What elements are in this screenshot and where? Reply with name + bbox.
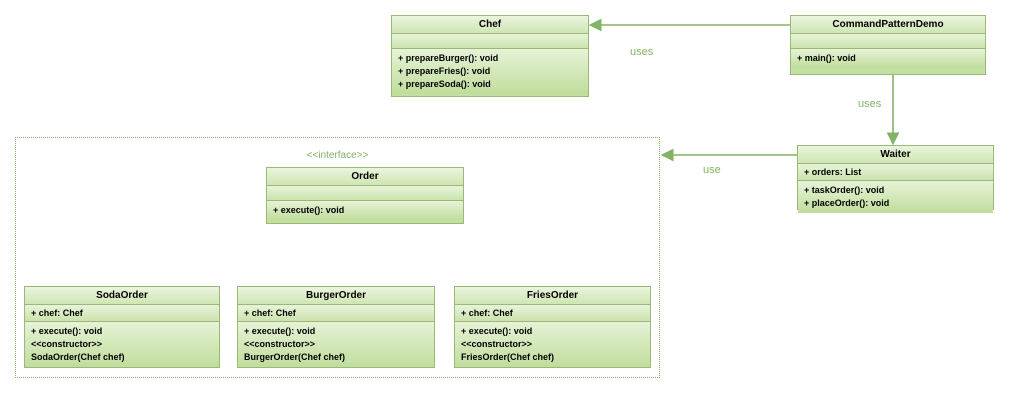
class-fries-order-op: FriesOrder(Chef chef) [461, 352, 555, 362]
class-burger-order-op: + execute(): void [244, 326, 316, 336]
class-order-op: + execute(): void [273, 205, 345, 215]
class-fries-order-operations: + execute(): void <<constructor>> FriesO… [455, 322, 650, 367]
class-chef-op: + prepareBurger(): void [398, 53, 499, 63]
class-burger-order[interactable]: BurgerOrder + chef: Chef + execute(): vo… [237, 286, 435, 368]
class-waiter-operations: + taskOrder(): void + placeOrder(): void [798, 181, 993, 213]
class-fries-order-name: FriesOrder [455, 287, 650, 305]
class-order-attributes [267, 186, 463, 201]
class-chef-operations: + prepareBurger(): void + prepareFries()… [392, 49, 588, 94]
class-burger-order-op: <<constructor>> [244, 339, 316, 349]
class-command-pattern-demo-attributes [791, 34, 985, 49]
class-chef-name: Chef [392, 16, 588, 34]
class-soda-order-name: SodaOrder [25, 287, 219, 305]
class-burger-order-attributes: + chef: Chef [238, 305, 434, 322]
class-burger-order-op: BurgerOrder(Chef chef) [244, 352, 346, 362]
class-command-pattern-demo-operations: + main(): void [791, 49, 985, 68]
class-command-pattern-demo-op: + main(): void [797, 53, 856, 63]
class-waiter-attr: + orders: List [804, 167, 862, 177]
class-waiter-op: + placeOrder(): void [804, 198, 890, 208]
edge-label-waiter-to-order: use [703, 164, 721, 176]
class-command-pattern-demo-name: CommandPatternDemo [791, 16, 985, 34]
edge-label-demo-to-waiter: uses [858, 98, 882, 110]
edge-label-demo-to-chef: uses [630, 46, 654, 58]
class-chef-op: + prepareFries(): void [398, 66, 491, 76]
class-command-pattern-demo[interactable]: CommandPatternDemo + main(): void [790, 15, 986, 75]
class-waiter-attributes: + orders: List [798, 164, 993, 181]
class-fries-order[interactable]: FriesOrder + chef: Chef + execute(): voi… [454, 286, 651, 368]
class-burger-order-name: BurgerOrder [238, 287, 434, 305]
class-fries-order-op: <<constructor>> [461, 339, 533, 349]
class-order[interactable]: Order + execute(): void [266, 167, 464, 224]
class-fries-order-attr: + chef: Chef [461, 308, 513, 318]
class-soda-order-op: + execute(): void [31, 326, 103, 336]
class-order-operations: + execute(): void [267, 201, 463, 220]
class-order-name: Order [267, 168, 463, 186]
class-waiter-op: + taskOrder(): void [804, 185, 885, 195]
class-soda-order-operations: + execute(): void <<constructor>> SodaOr… [25, 322, 219, 367]
class-soda-order-attr: + chef: Chef [31, 308, 83, 318]
class-chef-attributes [392, 34, 588, 49]
class-burger-order-operations: + execute(): void <<constructor>> Burger… [238, 322, 434, 367]
class-fries-order-op: + execute(): void [461, 326, 533, 336]
class-waiter-name: Waiter [798, 146, 993, 164]
class-soda-order-op: <<constructor>> [31, 339, 103, 349]
interface-stereotype: <<interface>> [306, 150, 369, 161]
class-soda-order-op: SodaOrder(Chef chef) [31, 352, 125, 362]
class-burger-order-attr: + chef: Chef [244, 308, 296, 318]
class-fries-order-attributes: + chef: Chef [455, 305, 650, 322]
class-chef[interactable]: Chef + prepareBurger(): void + prepareFr… [391, 15, 589, 97]
class-chef-op: + prepareSoda(): void [398, 79, 491, 89]
class-soda-order-attributes: + chef: Chef [25, 305, 219, 322]
class-waiter[interactable]: Waiter + orders: List + taskOrder(): voi… [797, 145, 994, 213]
class-soda-order[interactable]: SodaOrder + chef: Chef + execute(): void… [24, 286, 220, 368]
